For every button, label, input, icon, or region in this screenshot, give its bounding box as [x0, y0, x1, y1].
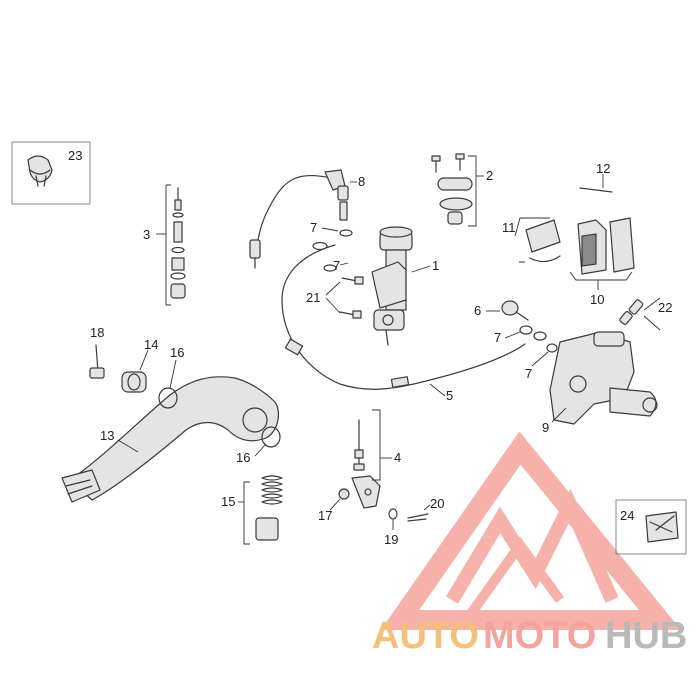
watermark-wordmark: AUTO MOTO HUB: [372, 615, 687, 657]
part-5-brake-hose: 5: [281, 244, 526, 403]
logo-inner-m: [445, 488, 619, 604]
part-24-kit: 24: [615, 499, 687, 555]
callout-7a: 7: [310, 220, 317, 235]
callout-16b: 16: [236, 450, 250, 465]
callout-20: 20: [430, 496, 444, 511]
part-10-brake-pads: 10: [569, 217, 635, 307]
callout-24: 24: [620, 508, 634, 523]
part-16-oring-b: 16: [236, 426, 281, 465]
callout-12: 12: [596, 161, 610, 176]
part-20-cotter-pin: 20: [407, 496, 444, 522]
callout-21: 21: [306, 290, 320, 305]
part-7-washer-d: 7: [525, 343, 558, 381]
part-12-pin: 12: [579, 161, 613, 193]
callout-11: 11: [502, 220, 516, 235]
part-19-washer: 19: [384, 508, 398, 547]
callout-7d: 7: [525, 366, 532, 381]
part-1-master-cylinder: 1: [371, 226, 439, 346]
wordmark-hub: HUB: [605, 615, 687, 657]
part-9-caliper: 9: [542, 331, 658, 435]
part-2-reservoir-cap: 2: [431, 153, 493, 227]
part-14-bushing: 14: [121, 337, 158, 393]
part-15-spring-sleeve: 15: [221, 475, 283, 545]
callout-3: 3: [143, 227, 150, 242]
callout-6: 6: [474, 303, 481, 318]
callout-15: 15: [221, 494, 235, 509]
part-4-push-rod: 4: [351, 409, 401, 509]
wordmark-auto: AUTO: [372, 615, 479, 657]
part-18-bolt: 18: [89, 325, 105, 379]
wordmark-moto: MOTO: [483, 615, 596, 657]
callout-14: 14: [144, 337, 158, 352]
callout-4: 4: [394, 450, 401, 465]
callout-7b: 7: [333, 258, 340, 273]
callout-23: 23: [68, 148, 82, 163]
part-7-washer-c: 7: [494, 325, 547, 345]
part-8-switch-cable: 8: [249, 169, 365, 269]
callout-7c: 7: [494, 330, 501, 345]
frame-24: [615, 499, 687, 555]
part-11-pad-spring: 11: [502, 217, 561, 263]
part-21-bolts: 21: [306, 276, 364, 319]
logo-triangle: [380, 431, 682, 630]
part-22-bleed-screws: 22: [619, 297, 672, 331]
part-7-washer-b: 7: [312, 241, 349, 273]
part-7-washer-a: 7: [310, 220, 353, 237]
part-6-banjo-bolt: 6: [474, 300, 529, 321]
callout-10: 10: [590, 292, 604, 307]
callout-17: 17: [318, 508, 332, 523]
callout-1: 1: [432, 258, 439, 273]
callout-22: 22: [658, 300, 672, 315]
frame-23: [11, 141, 91, 205]
watermark-logo: [380, 431, 682, 630]
callout-9: 9: [542, 420, 549, 435]
callout-2: 2: [486, 168, 493, 183]
callout-8: 8: [358, 174, 365, 189]
callout-19: 19: [384, 532, 398, 547]
part-3-valve-stack: 3: [143, 184, 186, 306]
callout-5: 5: [446, 388, 453, 403]
callout-16a: 16: [170, 345, 184, 360]
callout-13: 13: [100, 428, 114, 443]
callout-18: 18: [90, 325, 104, 340]
part-13-brake-pedal: 13: [61, 376, 279, 503]
part-23-clip: 23: [11, 141, 91, 205]
part-17-pin: 17: [318, 488, 350, 523]
part-16-oring-a: 16: [158, 345, 184, 409]
part-7-washer-e: 7: [600, 0, 607, 3]
logo-inner-g: [465, 536, 565, 618]
